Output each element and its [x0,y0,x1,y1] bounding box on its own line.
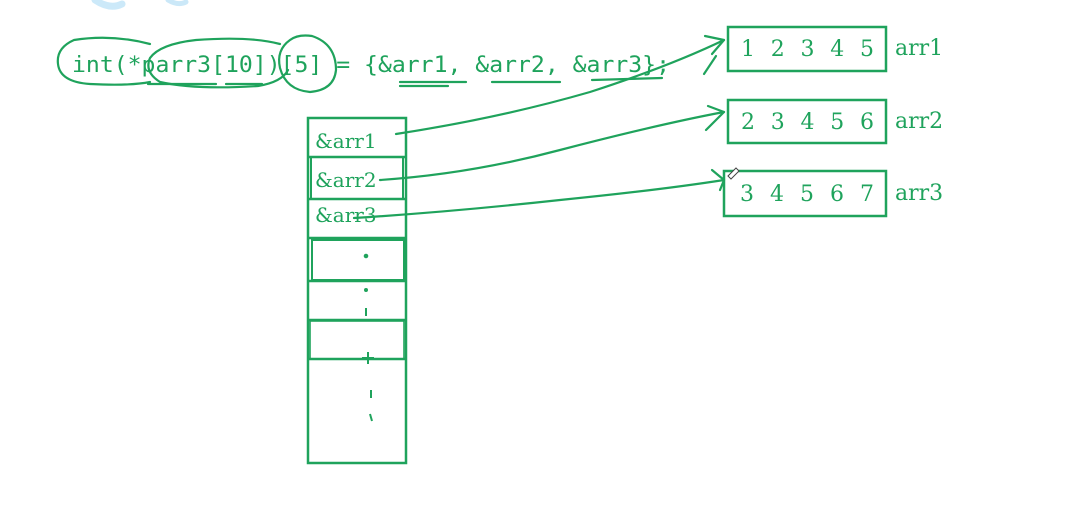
cell-highlight-empty [309,320,405,360]
array-label-arr3: arr3 [895,181,943,206]
array-label-arr2: arr2 [895,109,943,134]
cell-label-arr3: &arr3 [315,203,377,227]
continuation-marks [362,253,374,422]
loop-left-annotation [56,36,152,86]
array-arr1: 1 2 3 4 5 arr1 [726,25,943,73]
array-values-arr1: 1 2 3 4 5 [741,37,874,62]
array-arr2: 2 3 4 5 6 arr2 [726,98,943,145]
array-box-arr3 [722,169,888,218]
arrow-arr2 [378,110,726,182]
array-arr3: 3 4 5 6 7 arr3 [722,169,943,218]
watermark-mark [91,0,189,10]
array-box-arr2 [726,98,888,145]
continuation-tick [369,413,373,422]
cell-label-arr1: &arr1 [315,129,377,153]
arrow-arr3 [352,178,726,220]
continuation-dot [363,253,369,259]
slash-mark [702,54,718,76]
pointer-array-outline [306,116,408,465]
arrowhead-arr1 [703,34,726,56]
array-box-arr1 [726,25,888,73]
arrowhead-arr2 [704,104,726,132]
cell-label-arr2: &arr2 [315,168,377,192]
loop-right-annotation [278,34,338,94]
array-label-arr1: arr1 [895,36,943,61]
arrowhead-arr3 [710,168,726,192]
arrow-arr1 [394,38,726,136]
pointer-arrows [352,34,726,220]
declaration-text: int(*parr3[10])[5] = {&arr1, &arr2, &arr… [72,53,670,78]
cell-highlight-empty [311,239,405,281]
array-values-arr2: 2 3 4 5 6 [741,110,874,135]
pen-cursor-icon [727,167,740,180]
array-values-arr3: 3 4 5 6 7 [740,182,874,207]
continuation-dot [364,288,368,292]
loop-middle-annotation [147,37,290,89]
pointer-array: &arr1 &arr2 &arr3 [306,116,408,465]
